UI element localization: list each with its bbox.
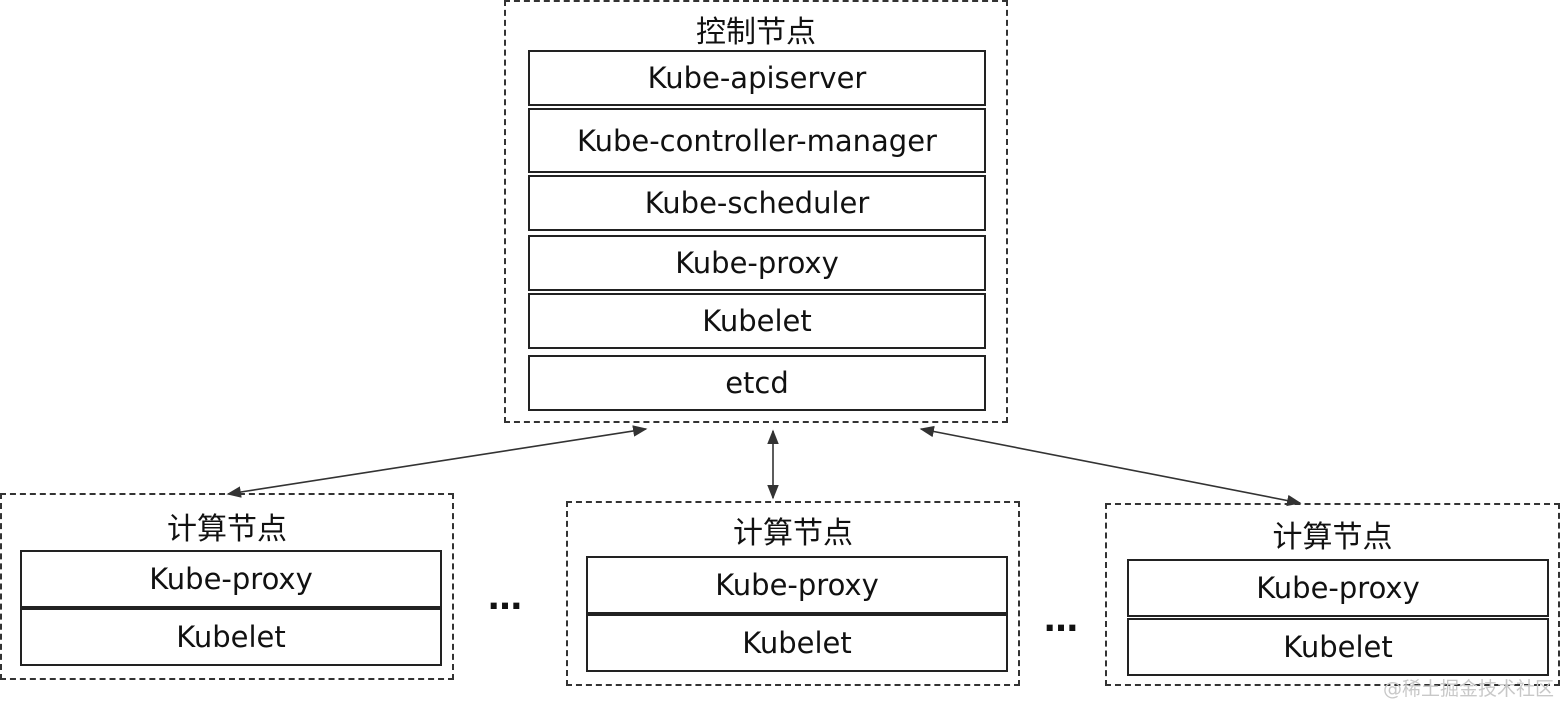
component-etcd: etcd [528,355,986,411]
ellipsis: … [1044,600,1081,640]
component-kube-apiserver: Kube-apiserver [528,50,986,106]
component-kubelet: Kubelet [20,608,442,666]
component-kubelet: Kubelet [1127,618,1549,676]
component-kube-proxy: Kube-proxy [586,556,1008,614]
compute-node: 计算节点 Kube-proxy Kubelet [1105,503,1560,686]
compute-node: 计算节点 Kube-proxy Kubelet [0,493,454,680]
compute-node-title: 计算节点 [733,516,853,551]
compute-node-title: 计算节点 [167,512,287,547]
component-kube-controller-manager: Kube-controller-manager [528,108,986,173]
component-kube-scheduler: Kube-scheduler [528,175,986,231]
compute-node: 计算节点 Kube-proxy Kubelet [566,501,1020,686]
connection-right [919,425,1302,507]
component-kube-proxy: Kube-proxy [1127,559,1549,617]
control-node: 控制节点 Kube-apiserver Kube-controller-mana… [504,0,1008,423]
ellipsis: … [488,578,525,618]
compute-node-title: 计算节点 [1272,520,1393,555]
control-node-title: 控制节点 [696,15,816,50]
watermark-text: @稀土掘金技术社区 [1382,678,1554,700]
component-kubelet: Kubelet [586,614,1008,672]
connection-left [226,425,648,498]
component-kube-proxy: Kube-proxy [528,235,986,291]
component-kubelet: Kubelet [528,293,986,349]
component-kube-proxy: Kube-proxy [20,550,442,608]
